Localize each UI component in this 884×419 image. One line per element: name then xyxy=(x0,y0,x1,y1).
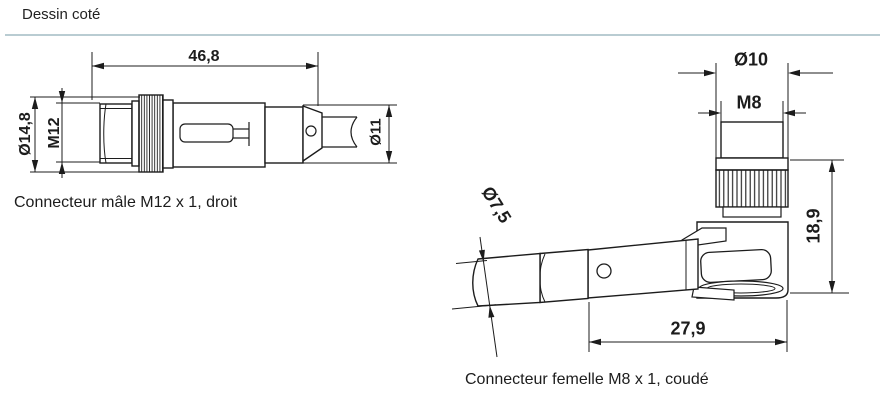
female-knurl-ring xyxy=(715,169,789,208)
female-neck-band xyxy=(722,206,782,218)
male-dim-label-thread: M12 xyxy=(46,117,63,149)
male-dim-length xyxy=(91,52,319,106)
female-housing-window xyxy=(700,248,772,284)
female-dim-thread xyxy=(698,101,806,124)
male-knurl-ring xyxy=(138,94,164,173)
title-divider xyxy=(5,34,880,36)
female-dim-label-sleeve-diameter: Ø10 xyxy=(733,49,769,70)
page-title: Dessin coté xyxy=(22,6,101,23)
female-dim-label-thread: M8 xyxy=(736,92,762,113)
male-connector-drawing xyxy=(30,52,397,178)
female-cable xyxy=(472,252,541,307)
male-dim-label-flange-diameter: Ø14,8 xyxy=(17,112,34,156)
male-neck xyxy=(264,106,304,164)
female-dim-length xyxy=(588,300,788,352)
female-connector-caption: Connecteur femelle M8 x 1, coudé xyxy=(465,371,709,388)
female-dim-cable-diameter xyxy=(451,236,498,358)
female-dim-label-height: 18,9 xyxy=(803,208,824,244)
female-dim-height xyxy=(790,159,849,294)
female-cap-band xyxy=(715,157,789,171)
female-connector-body xyxy=(472,121,789,307)
female-dim-label-length: 27,9 xyxy=(670,318,706,339)
male-collar-front xyxy=(131,100,140,167)
female-thread-sleeve xyxy=(720,121,784,159)
male-cone-hole xyxy=(305,125,317,137)
female-bottom-tab xyxy=(691,286,735,301)
male-cable xyxy=(322,116,358,148)
male-connector-caption: Connecteur mâle M12 x 1, droit xyxy=(14,194,238,211)
female-connector-drawing xyxy=(451,63,849,358)
male-connector-body xyxy=(99,94,358,173)
female-strain-relief xyxy=(539,248,589,304)
male-dim-thread xyxy=(56,88,100,178)
male-dim-flange-diameter xyxy=(30,96,140,173)
male-dim-label-sleeve-diameter: Ø11 xyxy=(367,118,385,146)
female-grip-hole xyxy=(596,263,612,279)
male-collar-rear xyxy=(162,99,174,169)
male-body-slot xyxy=(179,122,250,146)
female-dim-sleeve-diameter xyxy=(678,63,833,158)
male-dim-label-length: 46,8 xyxy=(188,48,220,65)
male-dim-sleeve-diameter xyxy=(303,104,397,164)
